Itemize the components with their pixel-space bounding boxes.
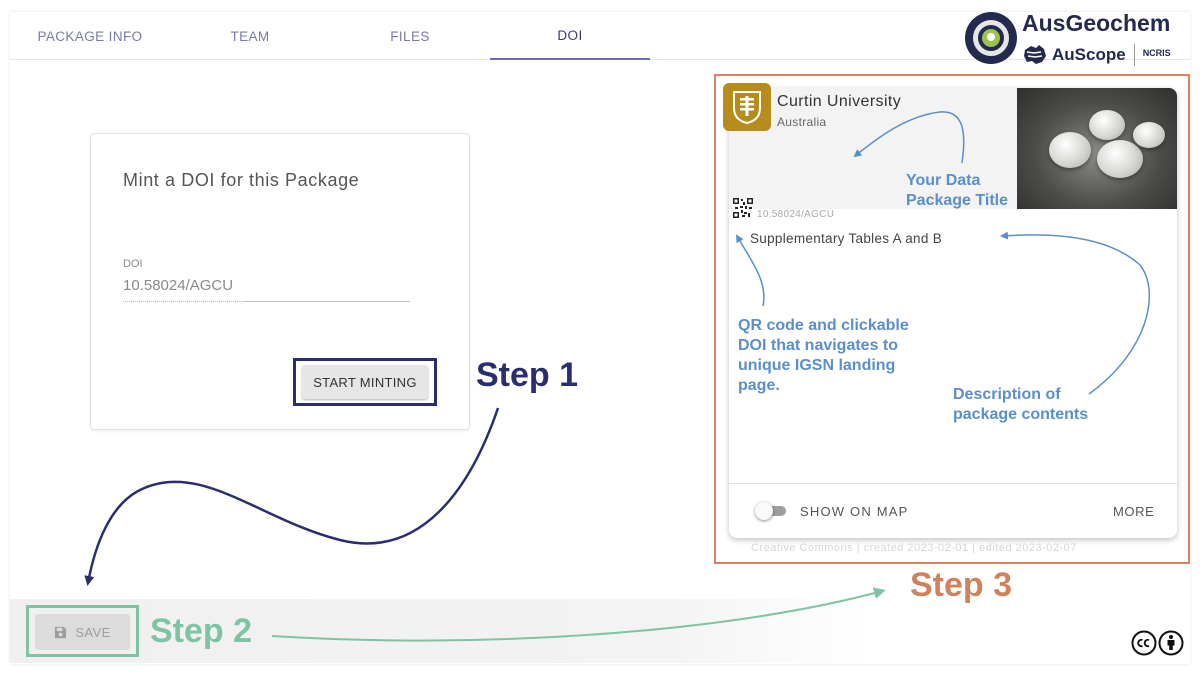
- auscope-map-icon: [1024, 45, 1046, 64]
- annotation-desc-line1: Description of: [953, 386, 1061, 403]
- card-divider: [729, 483, 1177, 484]
- auscope-label: AuScope: [1052, 45, 1126, 64]
- doi-field[interactable]: 10.58024/AGCU: [123, 275, 410, 302]
- annotation-package-title: Your Data Package Title: [906, 171, 1026, 211]
- doi-field-value: 10.58024/AGCU: [123, 277, 234, 294]
- step3-highlight-frame: [714, 74, 1190, 564]
- tab-package-info[interactable]: PACKAGE INFO: [37, 28, 143, 44]
- bottom-action-bar: [10, 599, 870, 663]
- tab-doi[interactable]: DOI: [490, 12, 650, 60]
- card-footer-text: Creative Commons | created 2023-02-01 | …: [751, 542, 1077, 554]
- ausgeochem-emblem-icon: [965, 12, 1017, 64]
- save-button-label: SAVE: [75, 624, 111, 640]
- ncris-logo: NCRIS ​: [1143, 49, 1171, 61]
- doi-field-label: DOI: [123, 258, 143, 270]
- show-on-map-label[interactable]: SHOW ON MAP: [800, 504, 909, 519]
- tab-team[interactable]: TEAM: [230, 28, 270, 44]
- floppy-disk-icon: [55, 626, 67, 638]
- logo-divider: [1133, 44, 1135, 66]
- institution-name: Curtin University: [777, 93, 902, 110]
- card-doi-link[interactable]: 10.58024/AGCU: [757, 209, 835, 220]
- tab-files[interactable]: FILES: [390, 28, 430, 44]
- more-button[interactable]: MORE: [1113, 504, 1155, 519]
- logo-partners: AuScope NCRIS ​: [1022, 42, 1171, 68]
- step2-highlight-frame: [26, 605, 139, 657]
- qr-code-icon[interactable]: [733, 198, 753, 218]
- annotation-title-line1: Your Data: [906, 172, 981, 189]
- step2-label: Step 2: [150, 612, 253, 650]
- step3-label: Step 3: [910, 566, 1013, 604]
- package-sample-photo: [1017, 88, 1177, 209]
- mint-card-title: Mint a DOI for this Package: [123, 170, 360, 190]
- annotation-desc-line2: package contents: [953, 406, 1089, 423]
- creative-commons-by-icon: [1131, 630, 1184, 656]
- ausgeochem-logo: AusGeochem AuScope NCRIS ​: [963, 10, 1193, 70]
- institution-logo-icon: [723, 83, 771, 131]
- annotation-description: Description of package contents: [953, 385, 1123, 425]
- card-description: Supplementary Tables A and B: [750, 231, 943, 246]
- institution-country: Australia: [777, 115, 827, 129]
- logo-title: AusGeochem: [1022, 10, 1171, 36]
- tab-bar: PACKAGE INFO TEAM FILES DOI: [10, 12, 1190, 60]
- annotation-qr-doi: QR code and clickable DOI that navigates…: [738, 317, 909, 394]
- start-minting-button[interactable]: START MINTING: [302, 365, 428, 399]
- step1-highlight-frame: [293, 358, 437, 406]
- annotation-title-line2: Package Title: [906, 192, 1008, 209]
- package-preview-card: [729, 88, 1177, 538]
- step1-label: Step 1: [476, 356, 579, 394]
- save-button[interactable]: SAVE: [35, 614, 130, 650]
- toggle-thumb: [755, 502, 773, 520]
- ncris-label: NCRIS: [1142, 48, 1171, 58]
